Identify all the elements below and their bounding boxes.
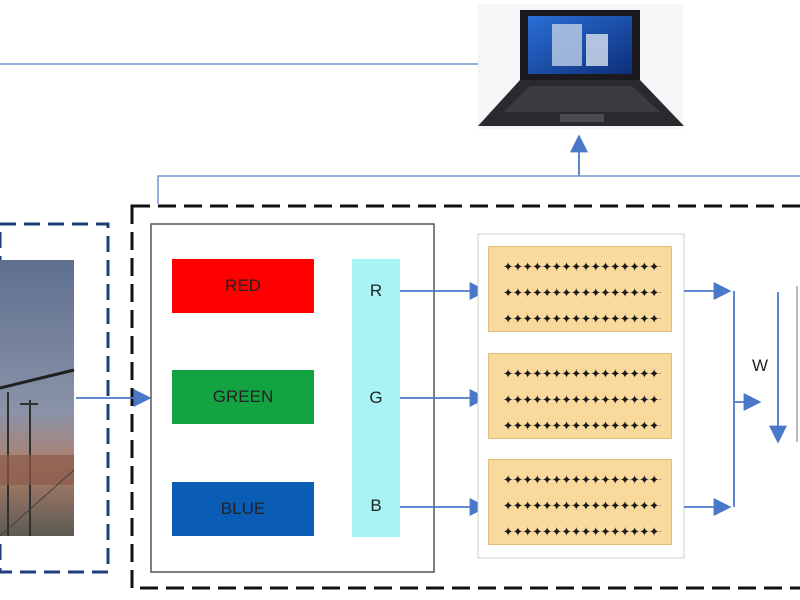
processing-dashed-box <box>130 204 800 590</box>
feedback-line <box>157 175 800 204</box>
kernel-r: ✦✦✦✦✦✦✦✦✦✦✦✦✦✦✦✦✦✦✦✦ ✦✦✦✦✦✦✦✦✦✦✦✦✦✦✦✦✦✦✦… <box>488 246 672 332</box>
photo-thumbnail <box>0 260 75 537</box>
channel-g: G <box>369 388 383 407</box>
red-box-bg <box>172 259 314 313</box>
kernel-b: ✦✦✦✦✦✦✦✦✦✦✦✦✦✦✦✦✦✦✦✦ ✦✦✦✦✦✦✦✦✦✦✦✦✦✦✦✦✦✦✦… <box>488 459 672 545</box>
green-box-bg <box>172 370 314 424</box>
kernel-row: ✦✦✦✦✦✦✦✦✦✦✦✦✦✦✦✦✦✦✦✦ <box>503 522 661 540</box>
blue-label: BLUE <box>220 499 266 518</box>
blue-box-bg <box>172 482 314 536</box>
kernel-row: ✦✦✦✦✦✦✦✦✦✦✦✦✦✦✦✦✦✦✦✦ <box>503 416 661 434</box>
green-label: GREEN <box>212 387 274 406</box>
kernel-row: ✦✦✦✦✦✦✦✦✦✦✦✦✦✦✦✦✦✦✦✦ <box>503 257 661 275</box>
laptop-icon <box>478 4 684 129</box>
red-label: RED <box>225 276 261 295</box>
kernel-row: ✦✦✦✦✦✦✦✦✦✦✦✦✦✦✦✦✦✦✦✦ <box>503 496 661 514</box>
kernel-row: ✦✦✦✦✦✦✦✦✦✦✦✦✦✦✦✦✦✦✦✦ <box>503 364 661 382</box>
channel-b: B <box>370 496 382 515</box>
kernel-row: ✦✦✦✦✦✦✦✦✦✦✦✦✦✦✦✦✦✦✦✦ <box>503 309 661 327</box>
input-dashed-box <box>0 222 110 574</box>
channel-r: R <box>369 281 383 300</box>
kernel-row: ✦✦✦✦✦✦✦✦✦✦✦✦✦✦✦✦✦✦✦✦ <box>503 470 661 488</box>
kernel-g: ✦✦✦✦✦✦✦✦✦✦✦✦✦✦✦✦✦✦✦✦ ✦✦✦✦✦✦✦✦✦✦✦✦✦✦✦✦✦✦✦… <box>488 353 672 439</box>
rgb-strip <box>352 259 400 537</box>
kernel-row: ✦✦✦✦✦✦✦✦✦✦✦✦✦✦✦✦✦✦✦✦ <box>503 390 661 408</box>
weight-label: W <box>752 356 769 375</box>
kernel-row: ✦✦✦✦✦✦✦✦✦✦✦✦✦✦✦✦✦✦✦✦ <box>503 283 661 301</box>
